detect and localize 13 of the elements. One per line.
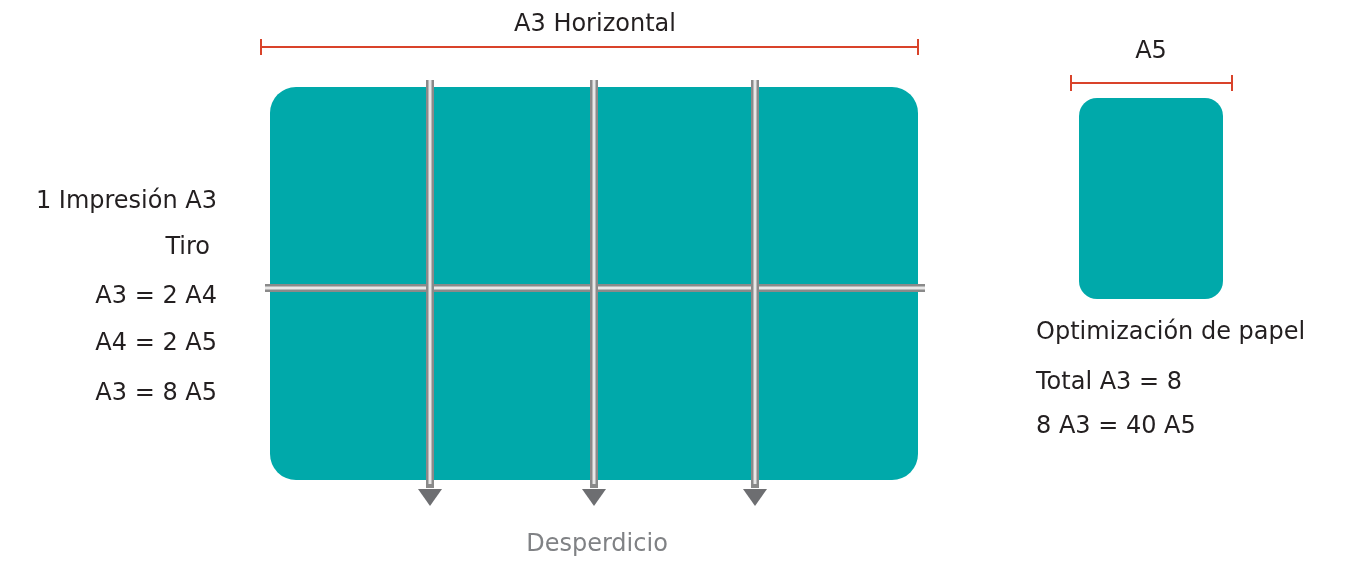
note-text: Optimización de papel	[1036, 316, 1306, 346]
dimension-label: A3 Horizontal	[514, 8, 676, 38]
note-text: Total A3 = 8	[1036, 366, 1182, 396]
dimension-label: A5	[1135, 35, 1167, 65]
note-text: A3 = 8 A5	[95, 377, 217, 407]
note-text: Tiro	[165, 231, 210, 261]
a3-sheet	[270, 87, 918, 480]
note-text: A3 = 2 A4	[95, 280, 217, 310]
note-text: 8 A3 = 40 A5	[1036, 410, 1196, 440]
a5-sheet	[1079, 98, 1223, 299]
note-text: 1 Impresión A3	[35, 185, 217, 215]
waste-label: Desperdicio	[526, 528, 668, 558]
note-text: A4 = 2 A5	[95, 327, 217, 357]
